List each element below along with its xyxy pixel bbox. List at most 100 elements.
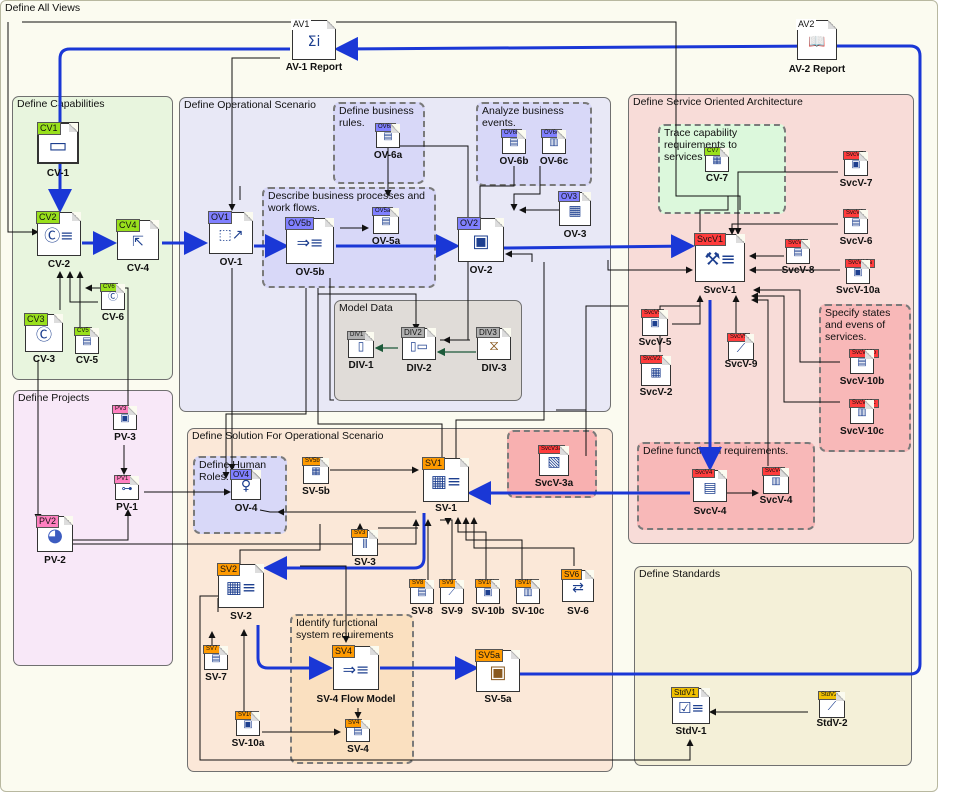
cv3-tag: CV3 [24,313,48,326]
ov3-node[interactable]: OV3 ▦ OV-3 [556,191,594,242]
svcv7-node[interactable]: SvcV7 ▣ SvcV-7 [838,151,874,192]
sv6-label: SV-6 [567,606,589,617]
svcv2-node[interactable]: SvcV2 ▦ SvcV-2 [636,355,676,402]
cv4-node[interactable]: CV4 ⇱ CV-4 [114,219,162,278]
pv3-label: PV-3 [114,432,136,443]
sv7-node[interactable]: SV7 ▤ SV-7 [202,645,230,686]
cv5-document: CV5 ▤ [74,327,99,354]
svcv3a-tag: SvcV3a [538,445,565,454]
svcv1-label: SvcV-1 [703,285,737,296]
sv2-document: SV2 ▦≡ [217,563,264,608]
svcv10c-document: SvcV10c ▥ [849,399,879,424]
book-icon: 📖 [808,33,826,50]
ov2-tag: OV2 [457,217,482,230]
div2-node[interactable]: DIV2 ▯▭ DIV-2 [398,327,440,376]
pv1-node[interactable]: PV1 ⊶ PV-1 [112,475,142,516]
sv10c-node[interactable]: SV10c ▥ SV-10c [510,579,546,620]
svcv4-node[interactable]: SvcV4 ▤ SvcV-4 [688,469,732,520]
sv10a-node[interactable]: SV10a ▣ SV-10a [230,711,266,752]
svcv4-label: SvcV-4 [693,506,727,517]
flow-model-icon: ⇒≡ [342,660,370,680]
sv2-node[interactable]: SV2 ▦≡ SV-2 [216,563,266,624]
av1-node[interactable]: AV1 Σi AV-1 Report [274,19,354,76]
cv2-document: CV2 Ⓒ≡ [36,211,81,256]
cv2-node[interactable]: CV2 Ⓒ≡ CV-2 [34,211,84,272]
div1-label: DIV-1 [348,360,374,371]
svcv1-document: SvcV1 ⚒≡ [694,233,745,282]
cv7-node[interactable]: CV7 ▦ CV-7 [702,147,732,188]
cv7-label: CV-7 [705,173,729,184]
stdv2-node[interactable]: StdV2 ⟋ StdV-2 [812,691,852,732]
ov4-node[interactable]: OV4 ♀ OV-4 [228,469,264,518]
ov6a-node[interactable]: OV6a ▤ OV-6a [370,123,406,164]
chart-line-icon: ⟋ [736,341,746,356]
svcv3a-node[interactable]: SvcV3a ▧ SvcV-3a [532,445,576,492]
svcv10a-document: SvcV10a ▣ [845,259,876,284]
sv8-icon: ▤ [417,587,427,599]
pv2-node[interactable]: PV2 ◕ PV-2 [34,515,76,568]
svcv10a-node[interactable]: SvcV10a ▣ SvcV-10a [836,259,880,300]
ov6b-node[interactable]: OV6b ▤ OV-6b [496,129,532,170]
sv7-label: SV-7 [205,672,227,683]
sv5a-node[interactable]: SV5a ▣ SV-5a [474,649,522,708]
sv10b-document: SV10b ▣ [475,579,500,604]
div3-node[interactable]: DIV3 ⧖ DIV-3 [474,327,514,376]
cv3-node[interactable]: CV3 Ⓒ CV-3 [22,313,66,368]
cv4-label: CV-4 [126,263,150,274]
ov5a-node[interactable]: OV5a ▤ OV-5a [368,207,404,250]
ov6c-node[interactable]: OV6c ▥ OV-6c [536,129,572,170]
pv3-node[interactable]: PV3 ▣ PV-3 [110,405,140,446]
sv4s-node[interactable]: SV4 ▤ SV-4 [342,719,374,760]
svcv2-document: SvcV2 ▦ [640,355,671,386]
stdv2-icon: ⟋ [827,699,837,714]
sv10b-node[interactable]: SV10b ▣ SV-10b [470,579,506,620]
svcv10c-node[interactable]: SvcV10c ▥ SvcV-10c [836,399,888,440]
av1-label: AV-1 Report [285,62,343,73]
cv5-node[interactable]: CV5 ▤ CV-5 [72,327,102,368]
cv1-node[interactable]: CV1 ▭ CV-1 [32,122,84,180]
svcv4b-node[interactable]: SvcV4 ▥ SvcV-4 [756,467,796,510]
group-business-events[interactable]: Analyze business events. [476,102,592,186]
sv1-node[interactable]: SV1 ▦≡ SV-1 [420,457,472,514]
sv8-node[interactable]: SV8 ▤ SV-8 [408,579,436,620]
sv3-node[interactable]: SV3 ⫴ SV-3 [348,529,382,570]
sv8-document: SV8 ▤ [409,579,434,604]
copyright-icon: Ⓒ [35,324,53,344]
pv1-icon: ⊶ [121,482,133,496]
sv4s-document: SV4 ▤ [345,719,370,742]
sv9-label: SV-9 [441,606,463,617]
ov1-document: OV1 ⬚↗ [208,211,253,254]
svcv1-node[interactable]: SvcV1 ⚒≡ SvcV-1 [692,233,748,298]
sv1-document: SV1 ▦≡ [422,457,469,502]
ov1-node[interactable]: OV1 ⬚↗ OV-1 [206,211,256,270]
sv5b-node[interactable]: SV5b ▦ SV-5b [298,457,334,500]
div1-node[interactable]: DIV1 ▯ DIV-1 [344,331,378,372]
cv6-node[interactable]: CV6 Ⓒ CV-6 [98,283,128,326]
group-solution-label: Define Solution For Operational Scenario [192,430,384,442]
svcv5-node[interactable]: SvcV5 ▣ SvcV-5 [636,309,674,350]
av2-node[interactable]: AV2 📖 AV-2 Report [780,19,854,76]
ov3-tag: OV3 [558,191,581,202]
cv6-label: CV-6 [101,312,125,323]
svcv8-node[interactable]: SvcV8 ▤ SvcV-8 [780,239,816,280]
group-functional-requirements-label: Define functional requirements. [643,445,789,457]
sv4-node[interactable]: SV4 ⇒≡ SV-4 Flow Model [310,645,402,708]
svcv8-icon: ▤ [793,247,803,259]
sv6-node[interactable]: SV6 ⇄ SV-6 [560,569,596,618]
ov2-node[interactable]: OV2 ▣ OV-2 [456,217,506,278]
svcv9-node[interactable]: SvcV9 ⟋ SvcV-9 [722,333,760,374]
svcv7-label: SvcV-7 [839,178,873,189]
sv4s-icon: ▤ [353,726,363,737]
div2-label: DIV-2 [406,363,432,374]
svcv8-document: SvcV8 ▤ [785,239,810,264]
ov5b-node[interactable]: OV5b ⇒≡ OV-5b [284,217,336,280]
svcv9-label: SvcV-9 [724,359,758,370]
sv5a-document: SV5a ▣ [475,649,520,692]
stdv1-node[interactable]: StdV1 ☑≡ StdV-1 [668,687,714,740]
svcv6-node[interactable]: SvcV6 ▤ SvcV-6 [838,209,874,250]
group-standards-label: Define Standards [639,568,721,580]
svcv10b-tag: SvcV10b [849,349,880,358]
ov5b-label: OV-5b [295,267,325,278]
svcv10b-node[interactable]: SvcV10b ▤ SvcV-10b [836,349,888,390]
sv9-node[interactable]: SV9 ⟋ SV-9 [438,579,466,620]
